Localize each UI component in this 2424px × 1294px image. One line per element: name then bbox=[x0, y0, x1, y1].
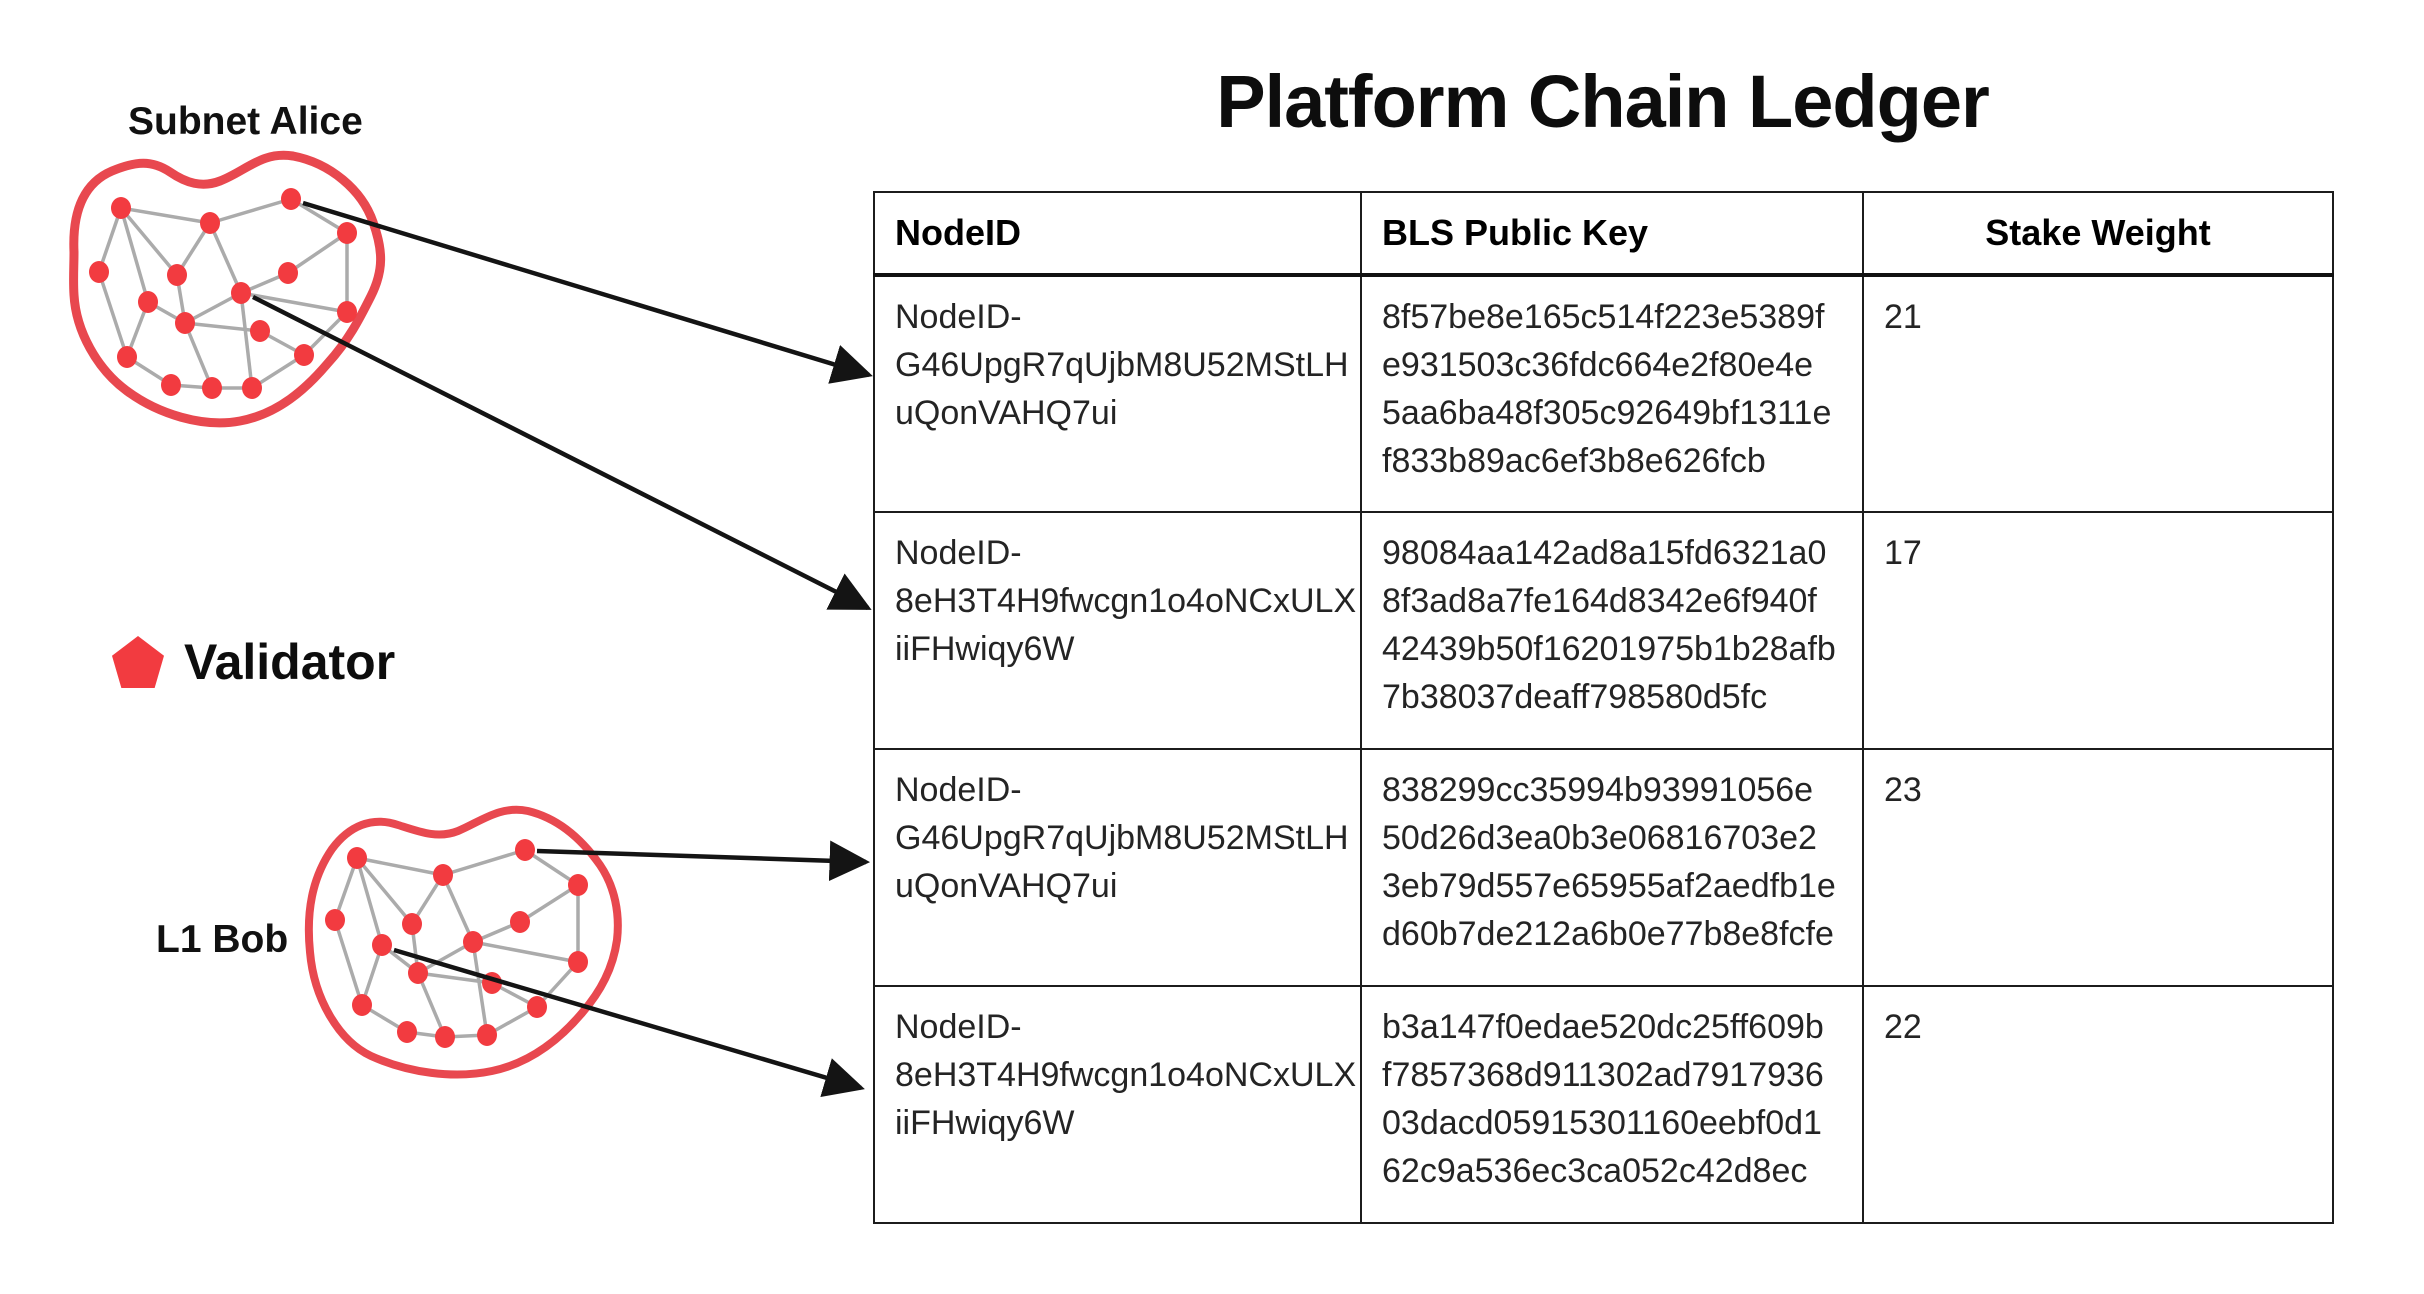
validator-node-icon bbox=[200, 212, 220, 234]
column-header-nodeid: NodeID bbox=[873, 191, 1362, 277]
validator-node-icon bbox=[278, 262, 298, 284]
mapping-arrow bbox=[251, 294, 872, 611]
validator-node-icon bbox=[337, 301, 357, 323]
validator-node-icon bbox=[463, 931, 483, 953]
l1-bob-label: L1 Bob bbox=[156, 918, 289, 961]
nodeid-cell: NodeID- G46UpgR7qUjbM8U52MStLH uQonVAHQ7… bbox=[873, 274, 1362, 513]
mapping-arrow bbox=[536, 840, 871, 882]
network-edge bbox=[417, 971, 493, 985]
stake-weight-cell: 21 bbox=[1862, 274, 2334, 513]
validator-node-icon bbox=[477, 1024, 497, 1046]
network-edge bbox=[183, 322, 214, 389]
bls-public-key-cell: 98084aa142ad8a15fd6321a0 8f3ad8a7fe164d8… bbox=[1360, 511, 1864, 750]
subnet-alice-graph bbox=[89, 188, 357, 399]
bls-public-key-cell: b3a147f0edae520dc25ff609b f7857368d91130… bbox=[1360, 985, 1864, 1224]
subnet-alice-label: Subnet Alice bbox=[128, 100, 363, 143]
network-edge bbox=[184, 291, 242, 325]
validator-node-icon bbox=[202, 377, 222, 399]
validator-node-icon bbox=[294, 344, 314, 366]
network-edge bbox=[442, 848, 526, 877]
stake-weight-cell: 17 bbox=[1862, 511, 2334, 750]
network-edge bbox=[240, 291, 348, 314]
network-edge bbox=[356, 856, 444, 877]
validator-node-icon bbox=[515, 839, 535, 861]
network-edge bbox=[290, 197, 348, 235]
network-edge bbox=[97, 207, 123, 273]
validator-node-icon bbox=[337, 222, 357, 244]
validator-node-icon bbox=[325, 909, 345, 931]
l1-bob-graph bbox=[325, 839, 588, 1048]
validator-node-icon bbox=[352, 994, 372, 1016]
network-edge bbox=[209, 197, 292, 225]
network-edge bbox=[119, 207, 150, 303]
table-row: NodeID- 8eH3T4H9fwcgn1o4oNCxULX iiFHwiqy… bbox=[873, 511, 2334, 750]
validator-node-icon bbox=[568, 951, 588, 973]
validator-node-icon bbox=[433, 864, 453, 886]
validator-node-icon bbox=[568, 874, 588, 896]
network-edge bbox=[519, 883, 579, 924]
platform-chain-ledger-table: NodeID BLS Public Key Stake Weight NodeI… bbox=[873, 191, 2334, 1224]
validator-node-icon bbox=[231, 282, 251, 304]
network-edge bbox=[120, 206, 211, 225]
bls-public-key-cell: 8f57be8e165c514f223e5389f e931503c36fdc6… bbox=[1360, 274, 1864, 513]
nodeid-cell: NodeID- 8eH3T4H9fwcgn1o4oNCxULX iiFHwiqy… bbox=[873, 511, 1362, 750]
network-edge bbox=[355, 857, 384, 946]
subnet-alice-boundary bbox=[69, 150, 386, 428]
validator-node-icon bbox=[347, 847, 367, 869]
network-edge bbox=[417, 940, 474, 975]
stake-weight-cell: 22 bbox=[1862, 985, 2334, 1224]
mapping-arrow bbox=[393, 947, 865, 1098]
validator-node-icon bbox=[510, 911, 530, 933]
nodeid-cell: NodeID- 8eH3T4H9fwcgn1o4oNCxULX iiFHwiqy… bbox=[873, 985, 1362, 1224]
validator-node-icon bbox=[117, 346, 137, 368]
table-header-row: NodeID BLS Public Key Stake Weight bbox=[873, 191, 2334, 277]
network-edge bbox=[471, 941, 489, 1036]
network-edge bbox=[416, 972, 447, 1038]
mapping-arrows bbox=[251, 200, 873, 1098]
validator-node-icon bbox=[167, 264, 187, 286]
network-edge bbox=[472, 940, 579, 964]
network-edge bbox=[355, 856, 414, 926]
column-header-bls-public-key: BLS Public Key bbox=[1360, 191, 1864, 277]
network-edge bbox=[119, 206, 179, 277]
bls-public-key-cell: 838299cc35994b93991056e 50d26d3ea0b3e068… bbox=[1360, 748, 1864, 987]
validator-node-icon bbox=[435, 1026, 455, 1048]
network-edge bbox=[208, 222, 243, 294]
network-edge bbox=[184, 321, 261, 333]
validator-node-icon bbox=[175, 312, 195, 334]
validator-node-icon bbox=[281, 188, 301, 210]
validator-node-icon bbox=[408, 962, 428, 984]
mapping-arrow bbox=[302, 200, 873, 384]
network-edge bbox=[239, 292, 254, 389]
table-row: NodeID- G46UpgR7qUjbM8U52MStLH uQonVAHQ7… bbox=[873, 274, 2334, 513]
page-title: Platform Chain Ledger bbox=[1216, 60, 1990, 143]
nodeid-cell: NodeID- G46UpgR7qUjbM8U52MStLH uQonVAHQ7… bbox=[873, 748, 1362, 987]
l1-bob-boundary bbox=[304, 805, 622, 1079]
validator-legend: Validator bbox=[112, 636, 395, 688]
network-edge bbox=[333, 857, 359, 921]
validator-node-icon bbox=[242, 377, 262, 399]
validator-node-icon bbox=[138, 291, 158, 313]
validator-node-icon bbox=[250, 320, 270, 342]
network-edge bbox=[524, 848, 579, 887]
table-row: NodeID- G46UpgR7qUjbM8U52MStLH uQonVAHQ7… bbox=[873, 748, 2334, 987]
validator-node-icon bbox=[111, 197, 131, 219]
validator-node-icon bbox=[527, 996, 547, 1018]
table-row: NodeID- 8eH3T4H9fwcgn1o4oNCxULX iiFHwiqy… bbox=[873, 985, 2334, 1224]
network-edge bbox=[97, 271, 129, 358]
network-edge bbox=[441, 874, 475, 943]
validator-node-icon bbox=[397, 1021, 417, 1043]
validator-node-icon bbox=[161, 374, 181, 396]
network-edge bbox=[287, 231, 348, 275]
validator-node-icon bbox=[402, 913, 422, 935]
validator-pentagon-icon bbox=[112, 636, 164, 688]
validator-node-icon bbox=[372, 934, 392, 956]
column-header-stake-weight: Stake Weight bbox=[1862, 191, 2334, 277]
validator-node-icon bbox=[89, 261, 109, 283]
network-edge bbox=[251, 353, 305, 390]
network-edge bbox=[333, 919, 364, 1006]
validator-legend-label: Validator bbox=[184, 634, 396, 690]
stake-weight-cell: 23 bbox=[1862, 748, 2334, 987]
